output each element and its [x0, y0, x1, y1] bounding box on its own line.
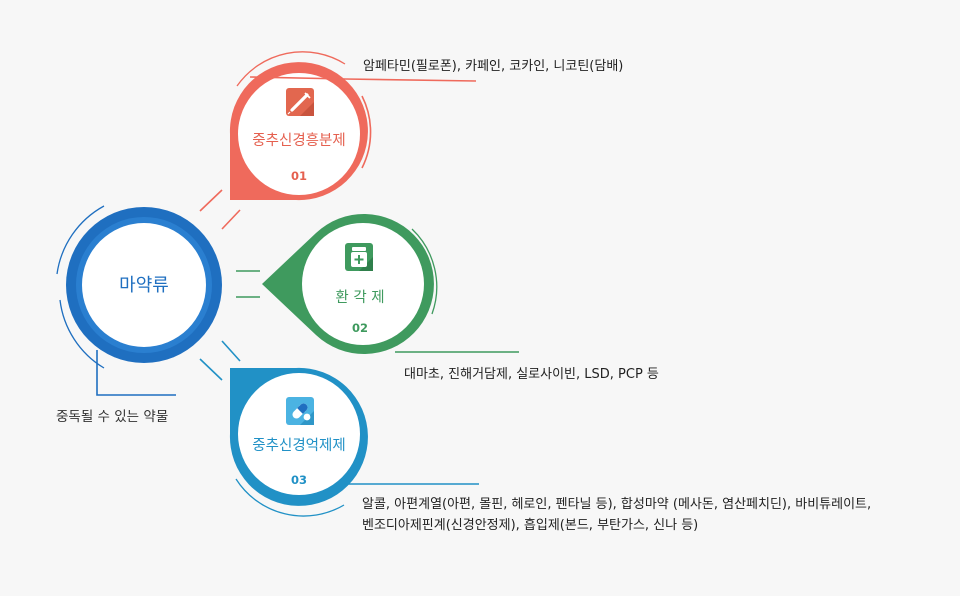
category-1-description-line: 암페타민(필로폰), 카페인, 코카인, 니코틴(담배): [363, 59, 624, 74]
node-2-number: 02: [352, 321, 368, 335]
category-3-description-line-2: 벤조디아제핀계(신경안정제), 흡입제(본드, 부탄가스, 신나 등): [362, 518, 699, 533]
category-2-description: 대마초, 진해거담제, 실로사이빈, LSD, PCP 등: [404, 366, 659, 384]
node-2-title: 환 각 제: [335, 289, 384, 306]
center-caption-leader: [96, 350, 176, 396]
category-3-description: 알콜, 아편계열(아편, 몰핀, 헤로인, 펜타닐 등), 합성마약 (메사돈,…: [362, 494, 871, 536]
connectors: [199, 189, 260, 381]
category-node-2: 환 각 제 02: [262, 213, 519, 354]
node-2-outer-arc: [411, 228, 438, 315]
syringe-icon: [286, 88, 314, 116]
connector-3a: [199, 358, 223, 381]
pills-icon: [286, 397, 314, 425]
node-3-outer-arc: [235, 478, 345, 517]
connector-1b: [221, 209, 241, 230]
node-1-leader: [249, 76, 477, 82]
node-1-title: 중추신경흥분제: [252, 131, 345, 149]
category-2-description-line: 대마초, 진해거담제, 실로사이빈, LSD, PCP 등: [404, 367, 659, 382]
center-node: 마약류: [56, 205, 222, 396]
node-1-outer-arc: [236, 51, 346, 87]
node-1-outer-arc-right: [361, 95, 372, 169]
category-3-description-line-1: 알콜, 아편계열(아편, 몰핀, 헤로인, 펜타닐 등), 합성마약 (메사돈,…: [362, 497, 872, 512]
center-title: 마약류: [119, 275, 169, 296]
category-node-1: 중추신경흥분제 01: [229, 51, 477, 201]
medicine-bottle-icon: [345, 243, 373, 271]
node-3-title: 중추신경억제제: [252, 437, 345, 454]
connector-1a: [199, 189, 223, 212]
node-3-disc: [238, 373, 360, 495]
center-disc: [82, 223, 206, 347]
connector-3b: [221, 340, 241, 362]
center-caption: 중독될 수 있는 약물: [56, 409, 169, 425]
node-1-disc: [238, 73, 360, 195]
category-1-description: 암페타민(필로폰), 카페인, 코카인, 니코틴(담배): [363, 58, 623, 76]
center-outer-arc: [56, 205, 105, 275]
node-2-disc: [302, 223, 424, 345]
node-1-number: 01: [291, 169, 307, 183]
node-3-number: 03: [291, 473, 307, 487]
category-node-3: 중추신경억제제 03: [229, 367, 479, 517]
